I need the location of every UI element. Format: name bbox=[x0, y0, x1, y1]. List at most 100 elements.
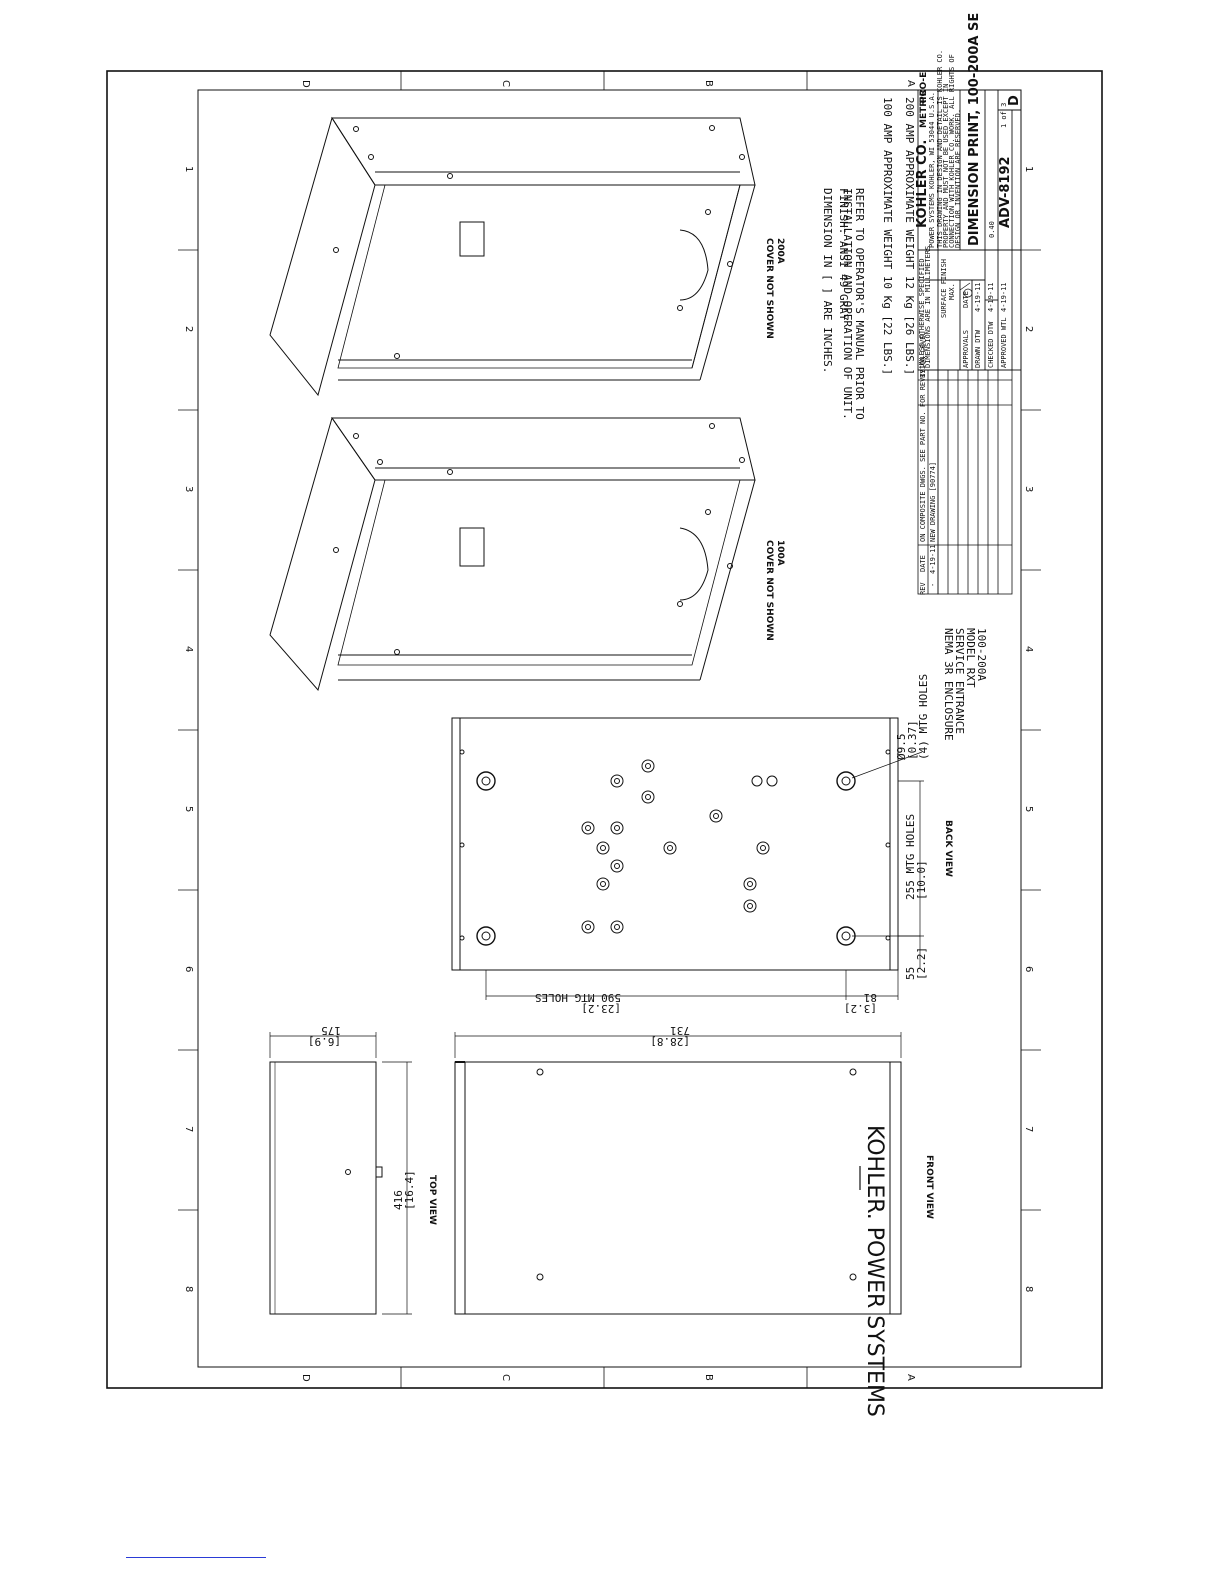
zone-number: 7 bbox=[183, 1126, 194, 1132]
iso-view-200a bbox=[269, 116, 756, 397]
metric-label: METRIC bbox=[919, 89, 929, 128]
dim-81-line2: 81 bbox=[864, 991, 877, 1004]
dim-81-line1: [3.2] bbox=[844, 1002, 877, 1015]
zone-letter-top-3: B bbox=[703, 80, 714, 87]
mtg-holes-dia-line2: [0.37] bbox=[906, 720, 919, 760]
drawing-number: ADV-8192 bbox=[998, 156, 1013, 228]
zone-number: 2 bbox=[183, 326, 194, 332]
drawn-by: DRAWN DTW bbox=[974, 329, 982, 368]
dim-175-label: [6.9] 175 bbox=[301, 1024, 341, 1048]
back-view-dimensions bbox=[485, 751, 924, 1000]
outer-border bbox=[106, 70, 1103, 1389]
description-block: 100-200A MODEL RXT SERVICE ENTRANCE NEMA… bbox=[942, 628, 988, 741]
approvals-date-header: DATE bbox=[962, 291, 970, 308]
dim-731-line1: [28.8] bbox=[650, 1035, 690, 1048]
units-note-line1: UNLESS OTHERWISE SPECIFIED bbox=[918, 258, 926, 368]
note-3: REFER TO OPERATOR'S MANUAL PRIOR TO INST… bbox=[841, 188, 866, 426]
description-line2: MODEL RXT bbox=[964, 628, 977, 688]
zone-number: 6 bbox=[183, 966, 194, 972]
iso-view-100a bbox=[269, 416, 756, 692]
back-view-label: BACK VIEW bbox=[943, 820, 953, 877]
dim-255-line2: [10.0] bbox=[915, 860, 928, 900]
front-view-label: FRONT VIEW bbox=[924, 1155, 934, 1219]
mtg-holes-dia-line1: Ø9.5 bbox=[895, 734, 908, 761]
note-3-line2: INSTALLATION AND OPERATION OF UNIT. bbox=[841, 188, 854, 420]
scale-value: 0.40 bbox=[988, 221, 996, 238]
proprietary-line2: PROPERTY AND MUST NOT BE USED EXCEPT IN bbox=[942, 84, 950, 248]
units-note-line2: DIMENSIONS ARE IN MILLIMETERS bbox=[924, 246, 932, 368]
description-line3: SERVICE ENTRANCE bbox=[953, 628, 966, 734]
zone-letter-top-1: D bbox=[300, 80, 311, 88]
zone-number: 4 bbox=[1023, 646, 1034, 652]
dim-81-label: [3.2] 81 bbox=[837, 991, 877, 1015]
sheet-number: 1 of 3 bbox=[1000, 103, 1008, 128]
zone-letter-bottom-1: D bbox=[300, 1374, 311, 1382]
zone-number: 6 bbox=[1023, 966, 1034, 972]
zone-letter-bottom-4: A bbox=[905, 1374, 916, 1381]
zone-number: 7 bbox=[1023, 1126, 1034, 1132]
description-line1: 100-200A bbox=[975, 628, 988, 681]
dim-731-line2: 731 bbox=[670, 1024, 690, 1037]
dim-416-label: 416 [16.4] bbox=[392, 1170, 416, 1210]
dim-255-label: 255 MTG HOLES [10.0] bbox=[904, 807, 928, 900]
front-view-dimensions bbox=[454, 1032, 902, 1058]
zone-numbers-left: 1 2 3 4 5 6 7 8 bbox=[183, 166, 194, 1292]
dim-55-line2: [2.2] bbox=[915, 947, 928, 980]
dim-55-label: 55 [2.2] bbox=[904, 947, 928, 980]
checked-date: 4-19-11 bbox=[987, 282, 995, 312]
iso-100a-line2: COVER NOT SHOWN bbox=[764, 540, 774, 641]
note-2: FINISH: ANSI 49 GRAY bbox=[837, 188, 850, 321]
kohler-power-systems-logo: KOHLER. POWER SYSTEMS bbox=[862, 1125, 887, 1417]
rev-col-header: REV bbox=[919, 582, 927, 595]
zone-letter-top-2: C bbox=[500, 80, 511, 87]
zone-number: 5 bbox=[1023, 806, 1034, 812]
zone-number: 8 bbox=[183, 1286, 194, 1292]
iso-200a-line1: 200A bbox=[775, 238, 785, 264]
dim-590-label: [23.2] 590 MTG HOLES bbox=[535, 991, 621, 1015]
approvals-header: APPROVALS bbox=[962, 330, 970, 368]
surface-finish-value: MAX. bbox=[948, 283, 956, 300]
by-col-header: BY bbox=[919, 369, 927, 378]
date-col-header: DATE bbox=[919, 555, 927, 572]
desc-col-header: ON COMPOSITE DWGS. SEE PART NO. FOR REVI… bbox=[919, 331, 927, 542]
drawn-date: 4-19-11 bbox=[974, 282, 982, 312]
dim-416-line2: [16.4] bbox=[403, 1170, 416, 1210]
rev-cell: - bbox=[929, 583, 937, 587]
zone-number: 3 bbox=[183, 486, 194, 492]
drawing-size: D bbox=[1007, 95, 1022, 106]
zone-numbers-right: 1 2 3 4 5 6 7 8 bbox=[1023, 166, 1034, 1292]
iso-100a-label: 100A COVER NOT SHOWN bbox=[764, 540, 785, 641]
iso-200a-line2: COVER NOT SHOWN bbox=[764, 238, 774, 339]
mtg-holes-dia-label: Ø9.5 [0.37] (4) MTG HOLES bbox=[895, 674, 930, 760]
dim-590-line1: [23.2] bbox=[581, 1002, 621, 1015]
description-line4: NEMA 3R ENCLOSURE bbox=[942, 628, 955, 741]
front-view bbox=[454, 1061, 902, 1315]
top-view-label: TOP VIEW bbox=[427, 1175, 437, 1225]
proprietary-note: THIS DRAWING IN DESIGN AND DETAIL IS KOH… bbox=[936, 46, 962, 248]
zone-letter-bottom-3: B bbox=[703, 1374, 714, 1381]
zone-number: 1 bbox=[1023, 166, 1034, 172]
note-1: DIMENSION IN [ ] ARE INCHES. bbox=[821, 188, 834, 373]
approved-date: 4-19-11 bbox=[1000, 282, 1008, 312]
note-4: 100 AMP APPROXIMATE WEIGHT 10 Kg [22 LBS… bbox=[881, 97, 894, 375]
proprietary-line3: CONNECTION WITH KOHLER CO. WORK. ALL RIG… bbox=[948, 54, 956, 248]
title-block bbox=[917, 89, 1022, 371]
zone-number: 4 bbox=[183, 646, 194, 652]
dim-590-line2: 590 MTG HOLES bbox=[535, 991, 621, 1004]
top-view-dimensions bbox=[269, 1032, 412, 1315]
surface-finish-symbol bbox=[959, 282, 973, 298]
zone-letter-bottom-2: C bbox=[500, 1374, 511, 1381]
zone-number: 2 bbox=[1023, 326, 1034, 332]
date-cell: 4-19-11 bbox=[929, 544, 937, 574]
note-3-line1: REFER TO OPERATOR'S MANUAL PRIOR TO bbox=[853, 188, 866, 420]
general-notes: DIMENSION IN [ ] ARE INCHES. FINISH: ANS… bbox=[821, 97, 916, 426]
dim-175-line2: 175 bbox=[321, 1024, 341, 1037]
zone-letter-top-4: A bbox=[905, 80, 916, 87]
proprietary-line4: DESIGN OR INVENTION ARE RESERVED. bbox=[954, 109, 962, 248]
pro-e-label: PRO-E bbox=[919, 72, 929, 103]
mtg-holes-dia-line3: (4) MTG HOLES bbox=[917, 674, 930, 760]
iso-100a-line1: 100A bbox=[775, 540, 785, 566]
iso-200a-label: 200A COVER NOT SHOWN bbox=[764, 238, 785, 339]
zone-number: 1 bbox=[183, 166, 194, 172]
